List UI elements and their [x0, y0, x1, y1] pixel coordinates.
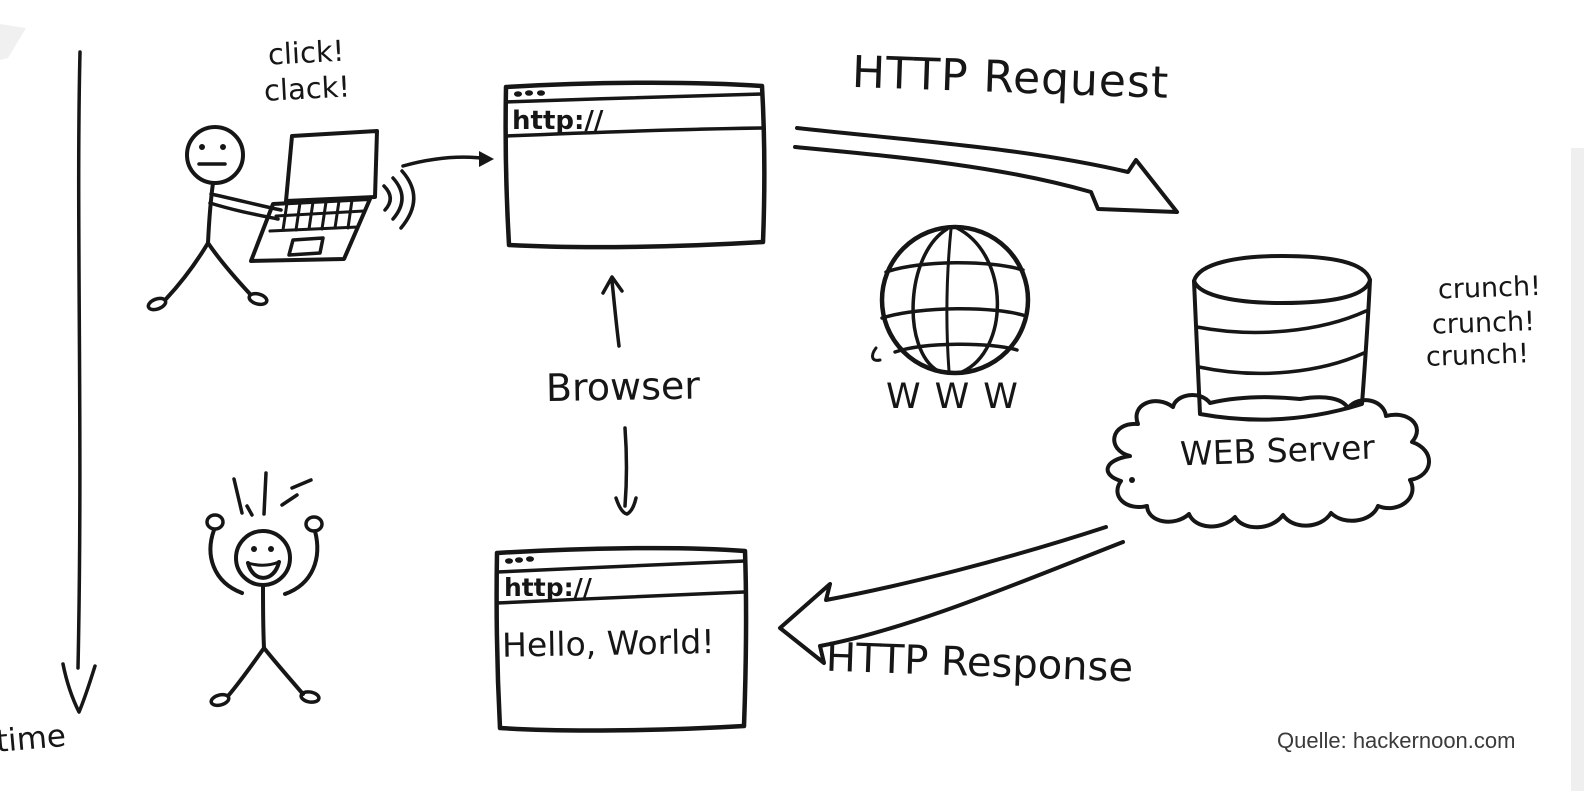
stick-figure-eye [220, 144, 226, 150]
http-response-label: HTTP Response [825, 635, 1134, 692]
window-titlebar-divider [495, 559, 747, 574]
www-label: WWW [886, 377, 1032, 417]
stick-figure-foot [146, 296, 168, 312]
window-dot-icon [537, 90, 545, 96]
globe-parallel [884, 261, 1025, 274]
scan-artifact [0, 24, 26, 60]
arrow-down-head-icon [614, 496, 638, 516]
window-titlebar-divider [504, 92, 764, 104]
stick-figure-foot [209, 692, 231, 708]
globe-overdraw [871, 346, 882, 362]
arrow-down-line [623, 426, 629, 508]
excitement-lines [232, 471, 313, 517]
stick-figure-arm [208, 528, 244, 595]
arrow-up-line [610, 279, 621, 348]
address-bar-url: http:// [504, 573, 593, 602]
browser-label: Browser [546, 363, 701, 410]
window-dot-icon [514, 91, 522, 97]
laptop-touchpad [287, 236, 325, 257]
laptop-icon [249, 129, 416, 263]
globe-parallel [893, 342, 1019, 354]
window-dot-icon [525, 90, 533, 96]
stick-figure-body [206, 181, 215, 245]
time-axis: time [0, 50, 97, 760]
window-dot-icon [526, 556, 534, 562]
globe-meridian [945, 227, 953, 373]
time-axis-arrowhead-icon [61, 662, 97, 714]
internet-globe-icon: WWW [871, 224, 1032, 417]
stick-figure-leg [226, 646, 266, 698]
cylinder-top-rim [1192, 278, 1372, 305]
browser-window-top: http:// [503, 80, 767, 250]
http-request-label: HTTP Request [851, 47, 1170, 109]
stick-figure-eye [251, 546, 257, 552]
http-request-edge: HTTP Request [793, 47, 1179, 214]
stick-figure-foot [247, 291, 269, 307]
page-content-text: Hello, World! [502, 622, 715, 665]
user-typing-figure: click! clack! [146, 34, 351, 312]
globe-meridian [955, 226, 1000, 374]
stick-figure-leg [206, 241, 252, 296]
stick-figure-leg [262, 646, 305, 696]
address-bar-divider [504, 126, 764, 138]
stick-figure-eye [268, 546, 274, 552]
wifi-waves-icon [382, 169, 416, 230]
server-sound-line1: crunch! [1437, 271, 1541, 306]
stick-figure-arm [283, 529, 320, 596]
server-sound-line2: crunch! [1431, 306, 1535, 341]
web-server-node: WEB Server crunch! crunch! crunch! [1105, 254, 1541, 530]
browser-window-bottom: http:// Hello, World! [494, 545, 749, 733]
database-cylinder [1192, 254, 1372, 422]
time-axis-line [76, 50, 82, 670]
typing-sound-line1: click! [267, 34, 345, 72]
stick-figure-arm [208, 201, 280, 221]
address-bar-url: http:// [512, 106, 604, 136]
web-server-label: WEB Server [1179, 428, 1376, 474]
stick-figure-eye [199, 144, 205, 150]
server-sound-line3: crunch! [1425, 338, 1529, 373]
arrowhead-icon [479, 151, 494, 167]
request-arrow [793, 126, 1179, 214]
stick-figure-mouth [246, 560, 281, 567]
laptop-screen [284, 129, 379, 203]
window-frame [494, 545, 749, 733]
window-dot-icon [505, 558, 513, 564]
cylinder-band [1195, 309, 1368, 335]
scan-edge-artifact [1571, 148, 1584, 791]
time-axis-label: time [0, 718, 67, 760]
browser-pointer: Browser [546, 275, 701, 516]
http-response-edge: HTTP Response [778, 525, 1134, 692]
laptop-key-columns [281, 198, 354, 232]
stick-figure-smile [246, 560, 281, 580]
window-frame [503, 80, 767, 250]
server-cloud [1105, 393, 1431, 530]
stick-figure-body [261, 583, 266, 650]
address-bar-divider [495, 590, 746, 605]
globe-meridian [911, 227, 949, 373]
happy-user-figure [205, 471, 324, 708]
source-credit: Quelle: hackernoon.com [1277, 728, 1515, 753]
stick-figure-foot [299, 690, 321, 704]
stick-figure-arm [209, 192, 283, 212]
window-dot-icon [515, 557, 523, 563]
cylinder-band [1197, 351, 1366, 376]
cloud-ink-dot [1129, 477, 1135, 483]
laptop-to-browser-arrow [401, 151, 494, 168]
typing-sound-line2: clack! [263, 69, 351, 107]
stick-figure-leg [164, 241, 210, 301]
globe-outline [879, 224, 1031, 376]
globe-parallel [880, 306, 1028, 320]
response-arrow [778, 525, 1125, 665]
arrow-up-head-icon [601, 275, 624, 295]
